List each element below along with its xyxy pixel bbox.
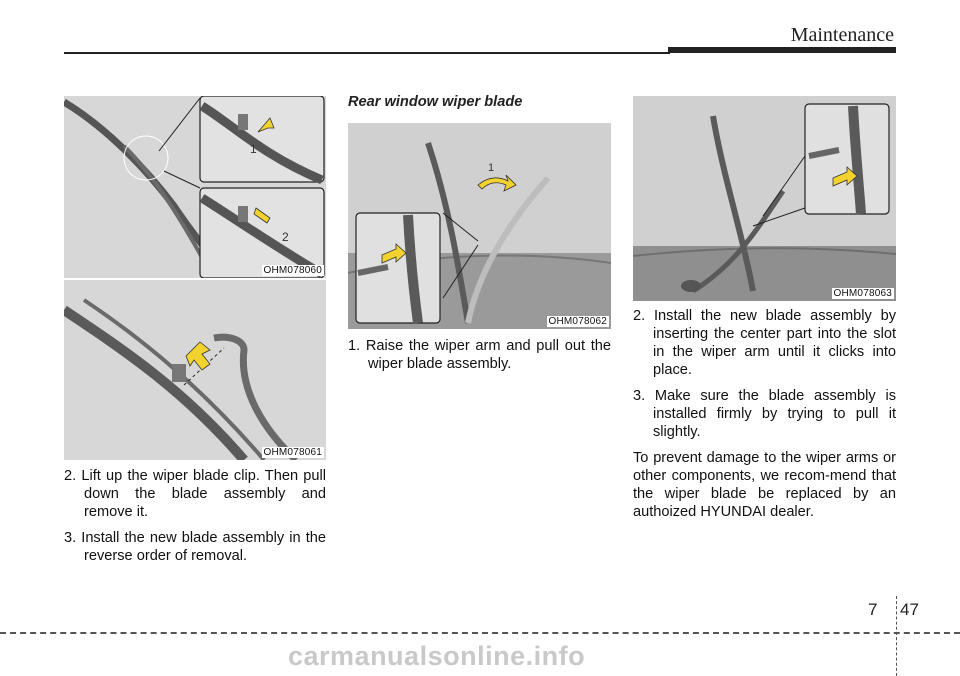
note-paragraph: To prevent damage to the wiper arms or o… [633, 450, 896, 520]
blade-removal-illustration [64, 298, 299, 460]
watermark-text: carmanualsonline.info [288, 641, 586, 671]
figure-blade-install: OHM078063 [633, 96, 896, 301]
step-item: 2. Install the new blade assembly by ins… [633, 308, 896, 378]
figure-rear-wiper-raise: 1 OHM078062 [348, 123, 611, 329]
left-column-text: 2. Lift up the wiper blade clip. Then pu… [64, 467, 326, 573]
left-steps: 2. Lift up the wiper blade clip. Then pu… [64, 467, 326, 565]
footer-separator [896, 596, 897, 676]
figure-wiper-clip: 1 2 OHM078060 [64, 96, 326, 278]
page-number: 47 [900, 600, 919, 619]
figure-code: OHM078063 [831, 288, 894, 299]
blade-install-illustration [633, 103, 896, 301]
right-column-text: 2. Install the new blade assembly by ins… [633, 307, 896, 521]
step-item: 3. Make sure the blade assembly is insta… [633, 388, 896, 440]
section-title-header: Maintenance [790, 24, 894, 46]
figure-code: OHM078062 [546, 316, 609, 327]
callout-1: 1 [250, 142, 257, 156]
figure-code: OHM078060 [261, 265, 324, 276]
header-rule-accent [668, 47, 896, 53]
chapter-number: 7 [868, 600, 878, 619]
wiper-clip-illustration [64, 96, 325, 278]
header-rule [64, 52, 670, 54]
callout-2: 2 [282, 230, 289, 244]
step-item: 2. Lift up the wiper blade clip. Then pu… [64, 468, 326, 520]
svg-text:1: 1 [488, 162, 494, 174]
figure-blade-removal: OHM078061 [64, 280, 326, 460]
step-item: 3. Install the new blade assembly in the… [64, 530, 326, 564]
right-steps: 2. Install the new blade assembly by ins… [633, 307, 896, 441]
step-item: 1. Raise the wiper arm and pull out the … [348, 338, 611, 372]
footer-rule [0, 632, 960, 634]
section-heading: Rear window wiper blade [348, 94, 523, 110]
figure-code: OHM078061 [261, 447, 324, 458]
middle-steps: 1. Raise the wiper arm and pull out the … [348, 337, 611, 373]
middle-column-text: 1. Raise the wiper arm and pull out the … [348, 337, 611, 381]
rear-wiper-illustration: 1 [348, 142, 611, 329]
